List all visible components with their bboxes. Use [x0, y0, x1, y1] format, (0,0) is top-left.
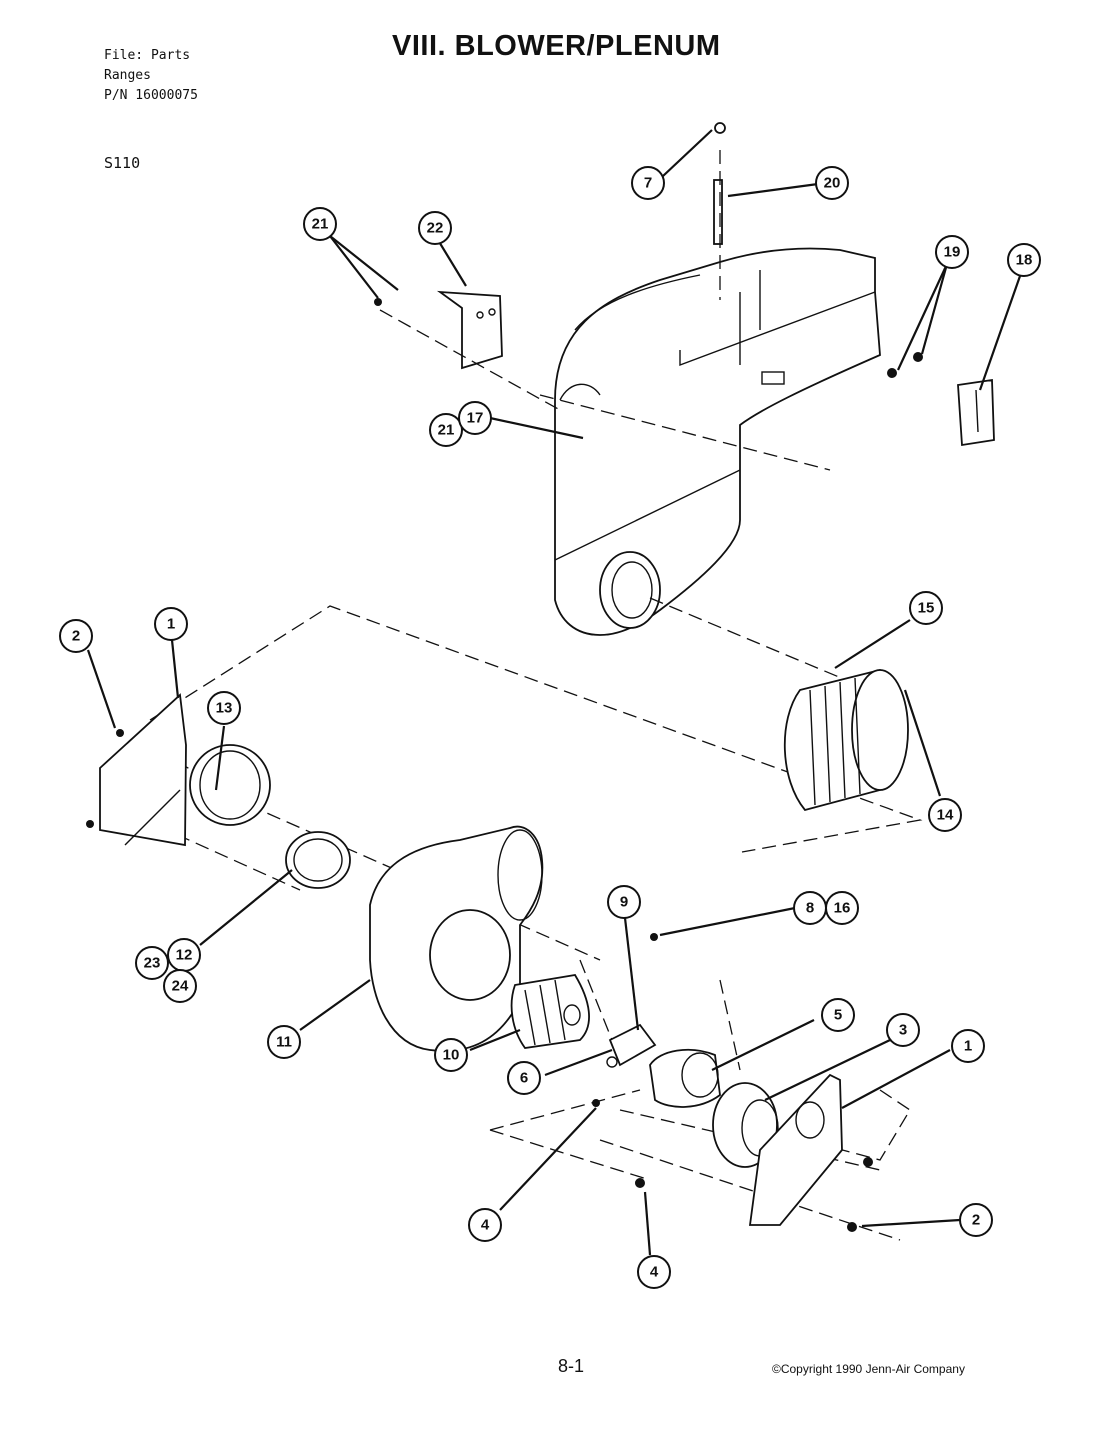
- page-number: 8-1: [558, 1356, 585, 1376]
- callout-23: 23: [135, 946, 169, 980]
- end-bracket-right: [748, 1073, 873, 1232]
- callout-21: 21: [429, 413, 463, 447]
- callout-5: 5: [821, 998, 855, 1032]
- model-code: S110: [104, 154, 141, 172]
- callout-label: 12: [176, 947, 193, 964]
- callout-label: 10: [443, 1047, 460, 1064]
- callout-label: 19: [944, 244, 961, 261]
- callout-4: 4: [468, 1208, 502, 1242]
- callout-12: 12: [167, 938, 201, 972]
- category-line: Ranges: [104, 68, 151, 83]
- screw-19a: [887, 368, 897, 378]
- file-line: File: Parts: [104, 48, 191, 63]
- callout-label: 17: [467, 410, 484, 427]
- callout-label: 22: [427, 220, 444, 237]
- motor-5: [649, 1048, 721, 1108]
- callout-label: 5: [834, 1007, 842, 1024]
- callout-label: 4: [481, 1217, 490, 1234]
- callout-label: 24: [172, 978, 189, 995]
- callout-label: 11: [276, 1034, 292, 1051]
- screw-4: [635, 1178, 645, 1188]
- motor-bracket-9: [606, 1023, 657, 1068]
- callout-label: 8: [806, 900, 814, 917]
- callout-22: 22: [418, 211, 452, 245]
- bracket-18: [957, 378, 995, 447]
- leader-lines: [86, 129, 1022, 1256]
- callout-18: 18: [1007, 243, 1041, 277]
- callout-label: 21: [438, 422, 455, 439]
- screw-8: [650, 933, 658, 941]
- file-info: File: Parts Ranges P/N 16000075: [104, 46, 198, 106]
- callout-label: 1: [964, 1038, 972, 1055]
- flex-duct-15: [783, 668, 909, 812]
- blower-wheel-10: [510, 974, 590, 1049]
- callout-9: 9: [607, 885, 641, 919]
- screw-4-upper: [592, 1099, 600, 1107]
- callout-16: 16: [825, 891, 859, 925]
- callout-4: 4: [637, 1255, 671, 1289]
- callout-label: 14: [937, 807, 954, 824]
- callout-label: 2: [72, 628, 80, 645]
- screw-20: [713, 122, 726, 245]
- callout-label: 9: [620, 894, 628, 911]
- callout-label: 4: [650, 1264, 659, 1281]
- callout-label: 18: [1016, 252, 1033, 269]
- callout-7: 7: [631, 166, 665, 200]
- callout-21: 21: [303, 207, 337, 241]
- callout-15: 15: [909, 591, 943, 625]
- callout-8: 8: [793, 891, 827, 925]
- callout-label: 23: [144, 955, 161, 972]
- clamp-ring-13: [189, 744, 271, 826]
- motor-cover-3: [712, 1082, 779, 1168]
- callout-20: 20: [815, 166, 849, 200]
- part-number-line: P/N 16000075: [104, 88, 198, 103]
- callout-6: 6: [507, 1061, 541, 1095]
- callout-label: 1: [167, 616, 175, 633]
- callout-label: 7: [644, 175, 652, 192]
- callout-13: 13: [207, 691, 241, 725]
- end-bracket-left: [86, 693, 187, 847]
- plenum-housing: [554, 247, 881, 636]
- callout-2: 2: [959, 1203, 993, 1237]
- callout-17: 17: [458, 401, 492, 435]
- callout-label: 21: [312, 216, 329, 233]
- clamp-ring-12: [285, 831, 351, 889]
- blower-housing-11: [369, 825, 544, 1052]
- callout-14: 14: [928, 798, 962, 832]
- screw-21: [374, 298, 382, 306]
- callout-11: 11: [267, 1025, 301, 1059]
- screw-19b: [913, 352, 923, 362]
- callout-label: 3: [899, 1022, 907, 1039]
- callout-label: 2: [972, 1212, 980, 1229]
- callout-1: 1: [154, 607, 188, 641]
- copyright-notice: ©Copyright 1990 Jenn-Air Company: [772, 1362, 965, 1376]
- callout-3: 3: [886, 1013, 920, 1047]
- callout-label: 6: [520, 1070, 528, 1087]
- callout-19: 19: [935, 235, 969, 269]
- callout-10: 10: [434, 1038, 468, 1072]
- callout-label: 20: [824, 175, 841, 192]
- callout-24: 24: [163, 969, 197, 1003]
- callout-2: 2: [59, 619, 93, 653]
- page-title: VIII. BLOWER/PLENUM: [392, 30, 721, 62]
- callout-label: 16: [834, 900, 851, 917]
- bracket-22: [436, 290, 503, 370]
- callout-label: 15: [918, 600, 935, 617]
- callout-1: 1: [951, 1029, 985, 1063]
- callout-label: 13: [216, 700, 233, 717]
